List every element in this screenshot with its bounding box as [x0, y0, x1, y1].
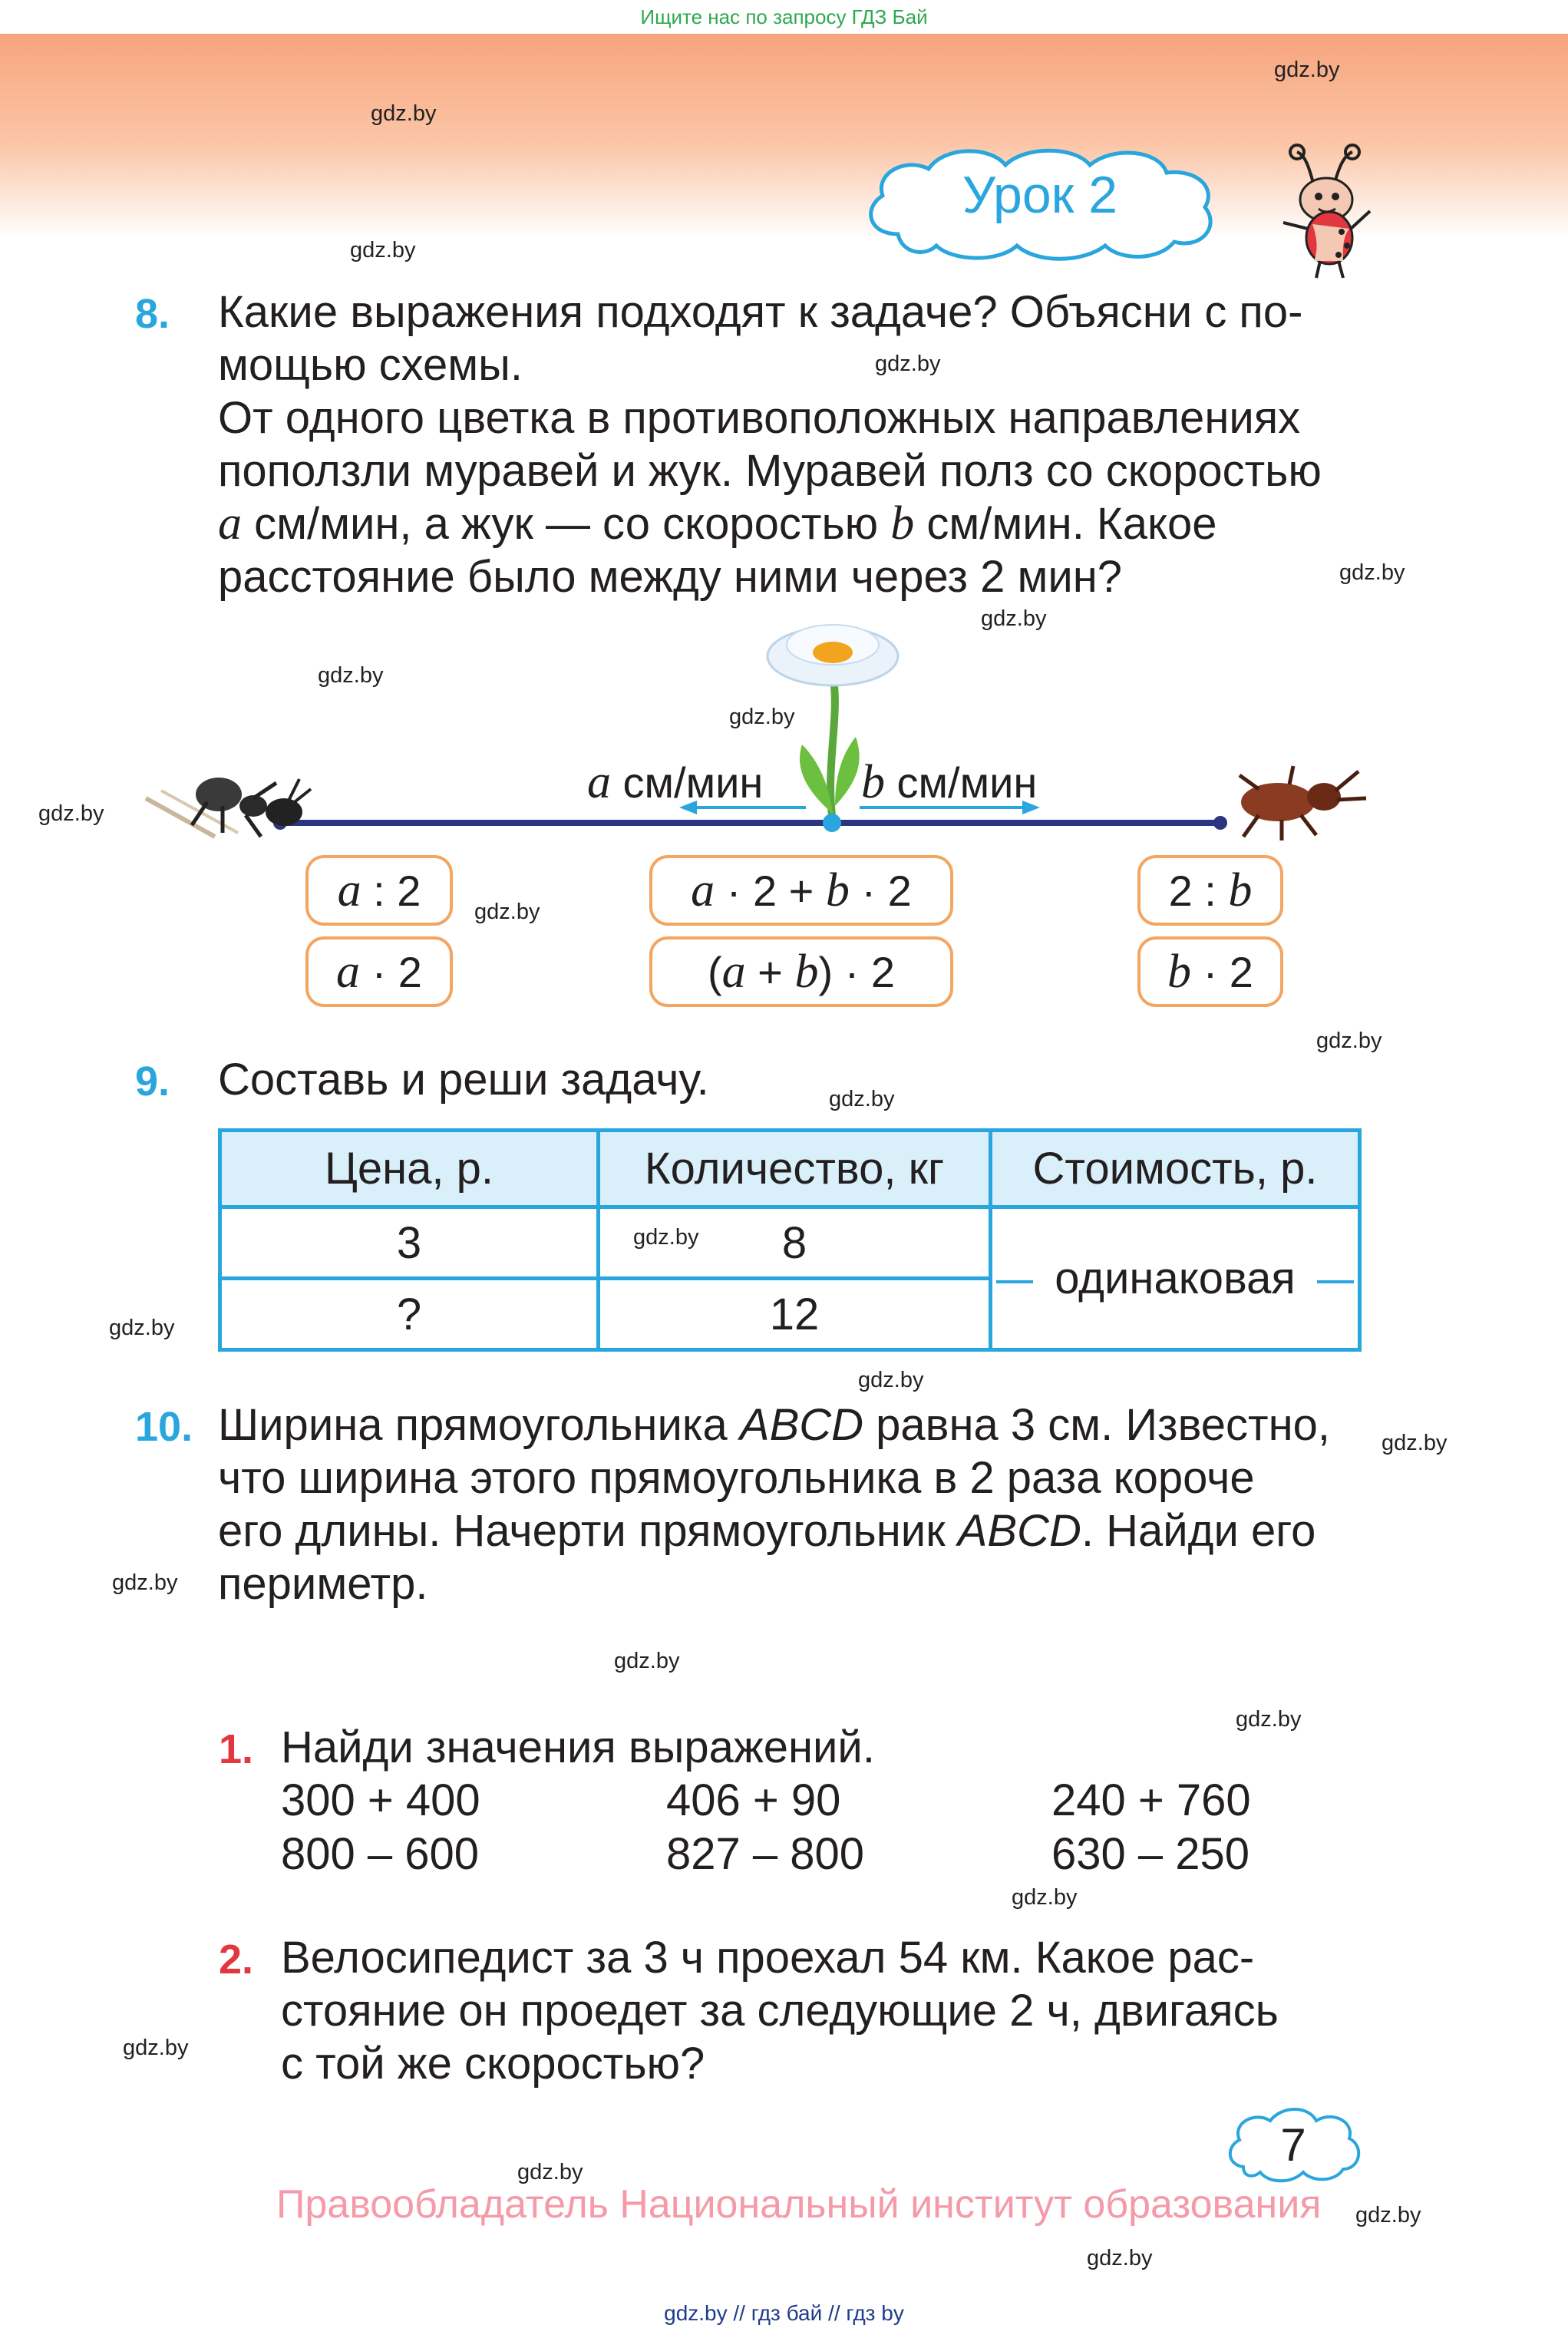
watermark: gdz.by — [729, 705, 795, 729]
expression-item: 406 + 90 — [666, 1775, 841, 1825]
watermark: gdz.by — [371, 101, 437, 126]
watermark: gdz.by — [123, 2036, 189, 2060]
watermark: gdz.by — [614, 1649, 680, 1673]
review-task-1-text: Найди значения выражений. — [281, 1722, 875, 1772]
speed-label-left: a см/мин — [587, 756, 764, 808]
cell-quantity: 12 — [596, 1276, 992, 1352]
expression-item: 240 + 760 — [1051, 1775, 1251, 1825]
task-10-line: его длины. Начерти прямоугольник ABCD. Н… — [218, 1506, 1316, 1556]
expression-2-div-b[interactable]: 2 : b — [1137, 855, 1283, 926]
watermark: gdz.by — [875, 352, 941, 376]
watermark: gdz.by — [829, 1087, 895, 1111]
task-10-number: 10. — [135, 1404, 193, 1450]
page-number: 7 — [1280, 2119, 1306, 2171]
bracket-line-right — [1316, 1280, 1354, 1283]
expression-item: 800 – 600 — [281, 1829, 480, 1879]
task-9-number: 9. — [135, 1058, 170, 1105]
review-task-2-number: 2. — [219, 1937, 254, 1983]
task-10-line: периметр. — [218, 1559, 428, 1609]
daisy-flower-icon — [766, 624, 900, 687]
beetle-icon — [1238, 765, 1367, 840]
watermark: gdz.by — [517, 2160, 583, 2184]
watermark: gdz.by — [1087, 2246, 1153, 2270]
ant-icon — [144, 778, 312, 839]
expression-b-times-2[interactable]: b · 2 — [1137, 936, 1283, 1007]
cell-quantity: 8 — [596, 1205, 992, 1280]
bottom-links[interactable]: gdz.by // гдз бай // гдз by — [664, 2301, 904, 2325]
task-10-line: Ширина прямоугольника ABCD равна 3 см. И… — [218, 1400, 1331, 1450]
table-header-row: Цена, р. Количество, кг Стоимость, р. — [218, 1128, 1362, 1209]
cell-price: 3 — [218, 1205, 600, 1280]
copyright-notice: Правообладатель Национальный институт об… — [276, 2182, 1322, 2227]
task-8-line: Какие выражения подходят к задаче? Объяс… — [218, 287, 1303, 337]
task-8-line: поползли муравей и жук. Муравей полз со … — [218, 446, 1322, 496]
expression-a-plus-b-times-2[interactable]: (a + b) · 2 — [649, 936, 953, 1007]
task-8-line: От одного цветка в противоположных напра… — [218, 393, 1301, 443]
review-section-frame — [137, 1688, 814, 2134]
watermark: gdz.by — [1274, 58, 1340, 82]
watermark: gdz.by — [474, 900, 540, 924]
cell-price: ? — [218, 1276, 600, 1352]
review-task-2-line: с той же скоростью? — [281, 2039, 705, 2089]
watermark: gdz.by — [1381, 1431, 1448, 1455]
speed-label-right: b см/мин — [861, 756, 1038, 808]
header-cost: Стоимость, р. — [989, 1128, 1362, 1209]
motion-diagram — [144, 624, 1367, 840]
review-task-2-text: Велосипедист за 3 ч проехал 54 км. Какое… — [281, 1931, 1362, 2090]
review-task-2-line: Велосипедист за 3 ч проехал 54 км. Какое… — [281, 1933, 1255, 1983]
watermark: gdz.by — [38, 801, 104, 826]
task-10-line: что ширина этого прямоугольника в 2 раза… — [218, 1453, 1255, 1503]
watermark: gdz.by — [1236, 1707, 1302, 1732]
watermark: gdz.by — [1316, 1029, 1382, 1053]
table-row: ? 12 — [218, 1276, 1360, 1352]
watermark: gdz.by — [1339, 560, 1405, 585]
bracket-line-left — [996, 1280, 1034, 1283]
page-number-cloud — [1228, 2108, 1361, 2183]
task-8-line: мощью схемы. — [218, 340, 523, 390]
task-8-text: Какие выражения подходят к задаче? Объяс… — [218, 286, 1362, 603]
header-quantity: Количество, кг — [596, 1128, 992, 1209]
ladybug-mascot-icon — [1282, 144, 1372, 279]
lesson-title: Урок 2 — [962, 166, 1118, 224]
expression-item: 827 – 800 — [666, 1829, 865, 1879]
expression-a-div-2[interactable]: a : 2 — [305, 855, 453, 926]
watermark: gdz.by — [1012, 1885, 1078, 1910]
table-row: 3 8 одинаковая — [218, 1205, 1362, 1352]
expression-item: 630 – 250 — [1051, 1829, 1250, 1879]
watermark: gdz.by — [1355, 2203, 1421, 2227]
review-task-1-number: 1. — [219, 1726, 254, 1772]
watermark: gdz.by — [318, 663, 384, 688]
expression-a-times-2[interactable]: a · 2 — [305, 936, 453, 1007]
lesson-cloud — [869, 148, 1213, 261]
top-banner[interactable]: Ищите нас по запросу ГДЗ Бай — [0, 0, 1568, 34]
watermark: gdz.by — [350, 238, 416, 263]
watermark: gdz.by — [858, 1368, 924, 1392]
task-9-text: Составь и реши задачу. — [218, 1055, 709, 1105]
task-8-number: 8. — [135, 291, 170, 337]
price-table: Цена, р. Количество, кг Стоимость, р. 3 … — [218, 1128, 1362, 1352]
task-8-line: a см/мин, а жук — со скоростью b см/мин.… — [218, 497, 1217, 550]
task-8-line: расстояние было между ними через 2 мин? — [218, 552, 1123, 602]
expression-a2-plus-b2[interactable]: a · 2 + b · 2 — [649, 855, 953, 926]
watermark: gdz.by — [109, 1316, 175, 1340]
watermark: gdz.by — [112, 1570, 178, 1595]
task-10-text: Ширина прямоугольника ABCD равна 3 см. И… — [218, 1399, 1362, 1610]
expression-item: 300 + 400 — [281, 1775, 480, 1825]
cell-cost-merged: одинаковая — [989, 1205, 1362, 1352]
review-task-2-line: стояние он проедет за следующие 2 ч, дви… — [281, 1986, 1279, 2036]
watermark: gdz.by — [981, 606, 1047, 631]
header-price: Цена, р. — [218, 1128, 600, 1209]
